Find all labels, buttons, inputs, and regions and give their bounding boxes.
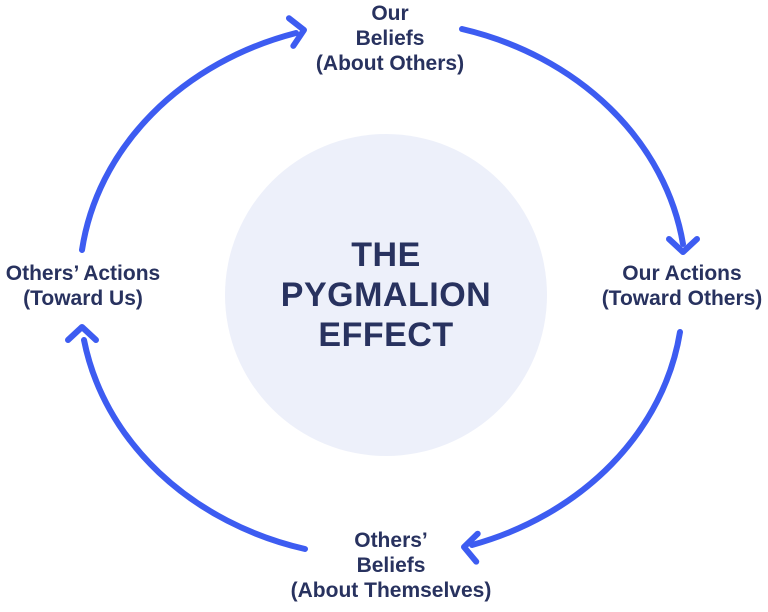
diagram-title-line-1: THE <box>351 236 421 274</box>
label-others-actions-line-2: (Toward Us) <box>23 287 143 310</box>
arc-left-to-top-icon <box>79 30 299 253</box>
label-our-beliefs: Our Beliefs (About Others) <box>264 1 516 76</box>
label-our-actions-line-1: Our Actions <box>622 262 742 285</box>
label-others-actions-line-1: Others’ Actions <box>5 262 161 285</box>
arc-right-to-bottom-icon <box>469 329 683 548</box>
label-our-beliefs-line-3: (About Others) <box>315 52 465 75</box>
diagram-title-line-3: EFFECT <box>318 316 454 354</box>
center-circle: THE PYGMALION EFFECT <box>225 134 547 456</box>
label-our-actions: Our Actions (Toward Others) <box>594 261 768 311</box>
label-our-beliefs-line-2: Beliefs <box>355 27 425 50</box>
label-others-beliefs-line-2: Beliefs <box>356 554 426 577</box>
label-others-beliefs-line-1: Others’ <box>354 529 428 552</box>
arrowhead-left-icon <box>65 324 99 343</box>
arc-top-to-right-icon <box>459 26 686 247</box>
label-others-beliefs: Others’ Beliefs (About Themselves) <box>280 528 502 603</box>
arrowhead-bottom-icon <box>461 530 481 565</box>
diagram-title: THE PYGMALION EFFECT <box>281 235 491 355</box>
arc-bottom-to-left-icon <box>81 337 308 552</box>
label-others-actions: Others’ Actions (Toward Us) <box>0 261 166 311</box>
label-others-beliefs-line-3: (About Themselves) <box>290 579 492 602</box>
label-our-actions-line-2: (Toward Others) <box>601 287 763 310</box>
diagram-title-line-2: PYGMALION <box>280 276 492 314</box>
label-our-beliefs-line-1: Our <box>371 2 409 25</box>
arrowhead-top-icon <box>285 15 307 49</box>
arrowhead-right-icon <box>666 236 700 255</box>
